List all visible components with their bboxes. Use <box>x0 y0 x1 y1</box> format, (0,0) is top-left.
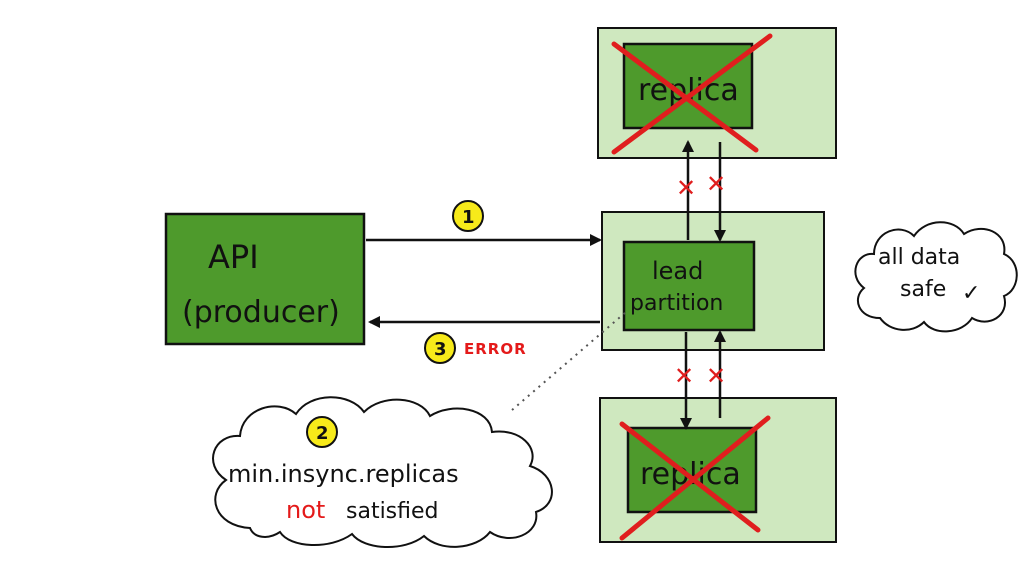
bottom-replica-box <box>626 426 758 514</box>
top-replica-label: replica <box>638 73 739 108</box>
cloud-connector <box>511 311 627 411</box>
step-1-badge: 1 <box>452 200 484 232</box>
bottom-broker: replica <box>599 397 837 543</box>
step-1-number: 1 <box>462 207 475 228</box>
top-replica-failed-cross-b <box>611 33 773 155</box>
step-2-number: 2 <box>316 423 329 444</box>
producer-label-line2: (producer) <box>182 295 340 330</box>
producer-node: API (producer) <box>164 212 366 346</box>
all-data-safe-cloud: all data safe ✓ <box>854 221 1018 333</box>
bottom-replica-failed-cross-a <box>619 421 761 533</box>
step-3-badge: 3 <box>424 332 456 364</box>
top-link-cross-icon-b: ✕ <box>706 170 726 198</box>
producer-label-line1: API <box>208 238 259 276</box>
cloud-left-satisfied: satisfied <box>346 499 439 524</box>
bottom-replica-failed-cross-b <box>619 415 771 541</box>
top-link-cross-icon-a: ✕ <box>676 174 696 202</box>
lead-partition-line1: lead <box>652 257 703 285</box>
cloud-left-not: not <box>286 496 325 524</box>
bottom-link-cross-icon-a: ✕ <box>674 362 694 390</box>
cloud-left-line1: min.insync.replicas <box>228 460 459 488</box>
cloud-right-line2: safe <box>900 277 946 302</box>
bottom-link-cross-icon-b: ✕ <box>706 362 726 390</box>
lead-partition-box <box>622 240 756 332</box>
cloud-right-line1: all data <box>878 245 960 270</box>
check-icon: ✓ <box>962 281 980 306</box>
middle-broker: lead partition <box>601 211 825 351</box>
top-broker: replica <box>597 27 837 159</box>
step-3-number: 3 <box>434 339 447 360</box>
top-replica-box <box>622 42 754 130</box>
lead-partition-line2: partition <box>630 291 723 316</box>
step-2-badge <box>306 416 338 448</box>
producer-box <box>164 212 366 346</box>
error-label: ERROR <box>464 340 527 358</box>
min-insync-cloud: 2 min.insync.replicas not satisfied <box>212 396 553 548</box>
